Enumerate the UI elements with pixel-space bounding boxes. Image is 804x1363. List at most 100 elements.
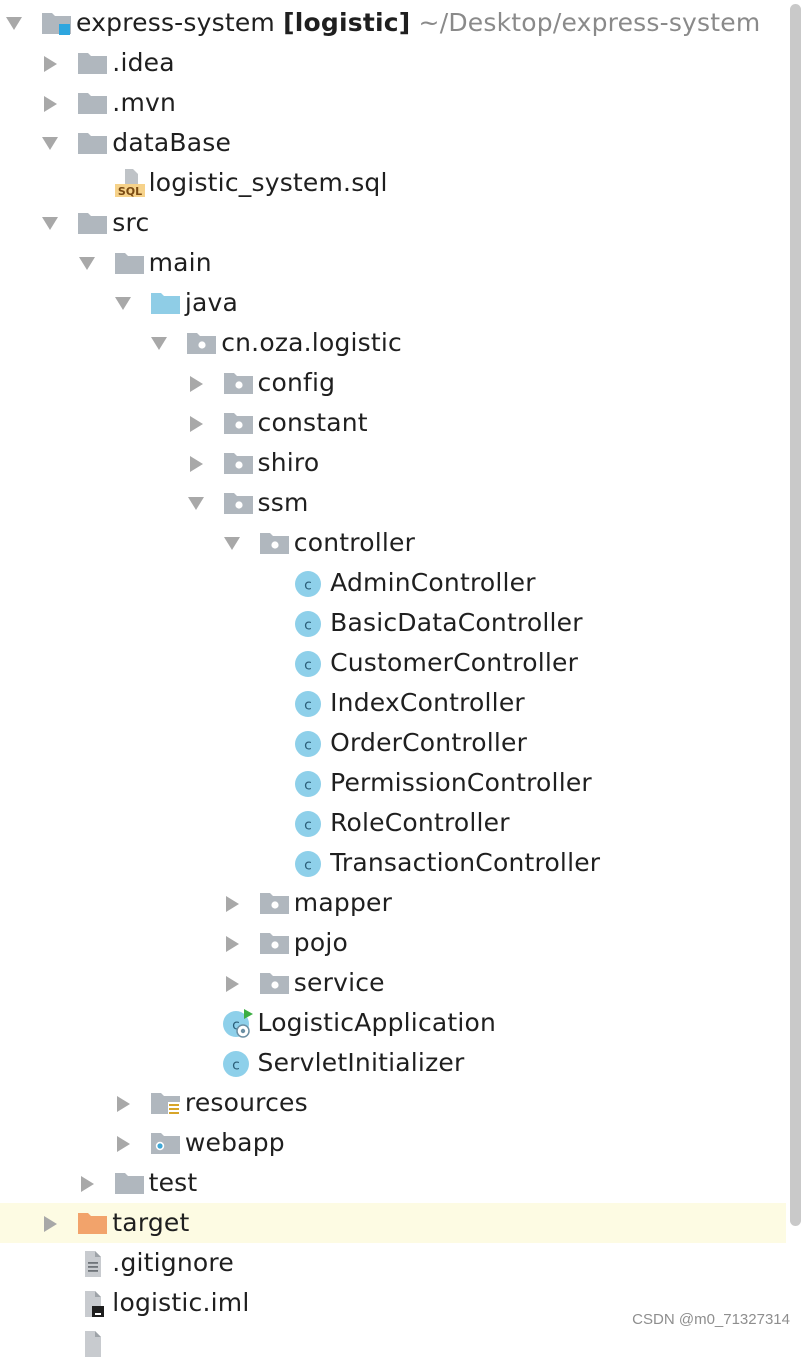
class-icon: c bbox=[294, 689, 328, 717]
tree-node-src[interactable]: src bbox=[0, 203, 786, 243]
expand-arrow-icon[interactable] bbox=[39, 83, 61, 123]
tree-node-label: PermissionController bbox=[330, 768, 592, 797]
expand-arrow-icon[interactable] bbox=[112, 1083, 134, 1123]
tree-node-label: resources bbox=[184, 1088, 308, 1117]
folder-icon bbox=[113, 1169, 147, 1197]
class-icon: c bbox=[222, 1049, 256, 1077]
tree-node-gitignore[interactable]: .gitignore bbox=[0, 1243, 786, 1283]
class-icon: c bbox=[294, 809, 328, 837]
iml-file-icon bbox=[76, 1289, 110, 1317]
tree-node-shiro[interactable]: shiro bbox=[0, 443, 786, 483]
scrollbar-track[interactable] bbox=[786, 0, 804, 1336]
tree-node-label: dataBase bbox=[112, 128, 232, 157]
scrollbar-thumb[interactable] bbox=[790, 4, 801, 1226]
project-root-label: express-system [logistic] ~/Desktop/expr… bbox=[76, 3, 760, 43]
svg-text:c: c bbox=[304, 818, 312, 834]
svg-text:c: c bbox=[232, 1018, 240, 1034]
tree-node-test[interactable]: test bbox=[0, 1163, 786, 1203]
tree-node-config[interactable]: config bbox=[0, 363, 786, 403]
expand-arrow-icon[interactable] bbox=[39, 43, 61, 83]
tree-node-java[interactable]: java bbox=[0, 283, 786, 323]
collapse-arrow-icon[interactable] bbox=[39, 123, 61, 163]
folder-icon bbox=[113, 249, 147, 277]
tree-node-label: logistic.iml bbox=[112, 1288, 250, 1317]
expand-arrow-icon[interactable] bbox=[221, 963, 243, 1003]
svg-text:c: c bbox=[304, 698, 312, 714]
tree-node-logisticapplication[interactable]: c LogisticApplication bbox=[0, 1003, 786, 1043]
package-icon bbox=[258, 969, 292, 997]
expand-arrow-icon[interactable] bbox=[185, 363, 207, 403]
excluded-folder-icon bbox=[76, 1209, 110, 1237]
source-folder-icon bbox=[149, 289, 183, 317]
tree-node-label: controller bbox=[293, 528, 416, 557]
module-name: [logistic] bbox=[283, 8, 411, 37]
tree-node-constant[interactable]: constant bbox=[0, 403, 786, 443]
tree-node-main[interactable]: main bbox=[0, 243, 786, 283]
expand-arrow-icon[interactable] bbox=[221, 883, 243, 923]
tree-node-pojo[interactable]: pojo bbox=[0, 923, 786, 963]
tree-node-express-system[interactable]: express-system [logistic] ~/Desktop/expr… bbox=[0, 3, 786, 43]
expand-arrow-icon[interactable] bbox=[185, 403, 207, 443]
svg-text:c: c bbox=[304, 858, 312, 874]
collapse-arrow-icon[interactable] bbox=[39, 203, 61, 243]
collapse-arrow-icon[interactable] bbox=[112, 283, 134, 323]
tree-node-ssm[interactable]: ssm bbox=[0, 483, 786, 523]
tree-node-label: service bbox=[293, 968, 385, 997]
svg-text:c: c bbox=[304, 658, 312, 674]
package-icon bbox=[222, 369, 256, 397]
tree-node-webapp[interactable]: webapp bbox=[0, 1123, 786, 1163]
tree-node-label: .idea bbox=[112, 48, 175, 77]
tree-node-idea[interactable]: .idea bbox=[0, 43, 786, 83]
collapse-arrow-icon[interactable] bbox=[76, 243, 98, 283]
tree-node-mvn[interactable]: .mvn bbox=[0, 83, 786, 123]
tree-node-label: IndexController bbox=[330, 688, 525, 717]
tree-node-label: shiro bbox=[257, 448, 320, 477]
collapse-arrow-icon[interactable] bbox=[148, 323, 170, 363]
tree-node-label: BasicDataController bbox=[330, 608, 583, 637]
expand-arrow-icon[interactable] bbox=[221, 923, 243, 963]
svg-text:c: c bbox=[304, 738, 312, 754]
tree-node-logistic-system-sql[interactable]: SQL logistic_system.sql bbox=[0, 163, 786, 203]
tree-node-label: pojo bbox=[293, 928, 349, 957]
project-path: ~/Desktop/express-system bbox=[410, 8, 761, 37]
tree-node-target[interactable]: target bbox=[0, 1203, 786, 1243]
collapse-arrow-icon[interactable] bbox=[3, 3, 25, 43]
tree-node-label: webapp bbox=[184, 1128, 285, 1157]
expand-arrow-icon[interactable] bbox=[112, 1123, 134, 1163]
expand-arrow-icon[interactable] bbox=[185, 443, 207, 483]
tree-node-transactioncontroller[interactable]: c TransactionController bbox=[0, 843, 786, 883]
package-icon bbox=[222, 409, 256, 437]
tree-node-label: .mvn bbox=[112, 88, 177, 117]
package-icon bbox=[185, 329, 219, 357]
text-file-icon bbox=[76, 1249, 110, 1277]
tree-node-controller[interactable]: controller bbox=[0, 523, 786, 563]
tree-node-label: TransactionController bbox=[330, 848, 601, 877]
tree-node-label: RoleController bbox=[330, 808, 510, 837]
tree-node-cn-oza-logistic[interactable]: cn.oza.logistic bbox=[0, 323, 786, 363]
collapse-arrow-icon[interactable] bbox=[221, 523, 243, 563]
folder-icon bbox=[76, 89, 110, 117]
tree-node-label: java bbox=[184, 288, 239, 317]
svg-text:c: c bbox=[304, 578, 312, 594]
tree-node-database[interactable]: dataBase bbox=[0, 123, 786, 163]
tree-node-mapper[interactable]: mapper bbox=[0, 883, 786, 923]
tree-node-indexcontroller[interactable]: c IndexController bbox=[0, 683, 786, 723]
tree-node-logistic-iml[interactable]: logistic.iml bbox=[0, 1283, 786, 1323]
tree-node-service[interactable]: service bbox=[0, 963, 786, 1003]
expand-arrow-icon[interactable] bbox=[76, 1163, 98, 1203]
expand-arrow-icon[interactable] bbox=[39, 1203, 61, 1243]
tree-node-label: config bbox=[257, 368, 336, 397]
tree-node-file[interactable] bbox=[0, 1323, 786, 1363]
tree-node-resources[interactable]: resources bbox=[0, 1083, 786, 1123]
tree-node-label: constant bbox=[257, 408, 368, 437]
resources-folder-icon bbox=[149, 1089, 183, 1117]
tree-node-rolecontroller[interactable]: c RoleController bbox=[0, 803, 786, 843]
tree-node-label: test bbox=[148, 1168, 198, 1197]
collapse-arrow-icon[interactable] bbox=[185, 483, 207, 523]
